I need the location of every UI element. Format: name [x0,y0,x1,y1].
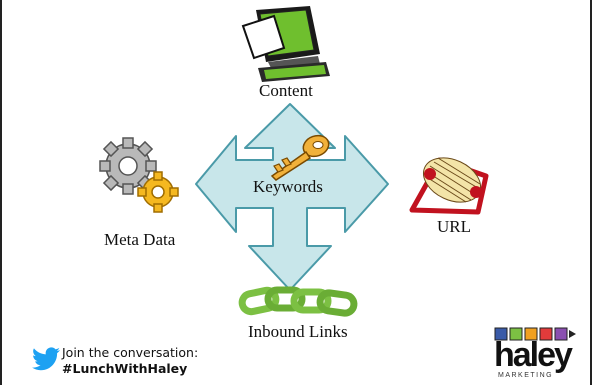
url-label: URL [437,217,471,236]
chain-icon [238,286,358,317]
computer-icon [241,6,330,82]
hashtag-link[interactable]: #LunchWithHaley [62,361,188,376]
rolodex-icon [409,157,489,215]
twitter-text: Join the conversation: [62,345,199,360]
content-label: Content [259,81,313,100]
logo-color-squares [494,327,576,341]
twitter-callout: Join the conversation: #LunchWithHaley [62,345,198,377]
gears-icon [99,137,179,213]
key-icon [270,134,330,181]
haley-logo: haley MARKETING [494,326,578,382]
logo-wordmark: haley [494,336,573,374]
keywords-label: Keywords [253,177,323,196]
meta-data-label: Meta Data [104,230,176,249]
logo-subtext: MARKETING [498,372,554,379]
twitter-bird-icon [32,347,60,371]
inbound-links-label: Inbound Links [248,322,348,341]
